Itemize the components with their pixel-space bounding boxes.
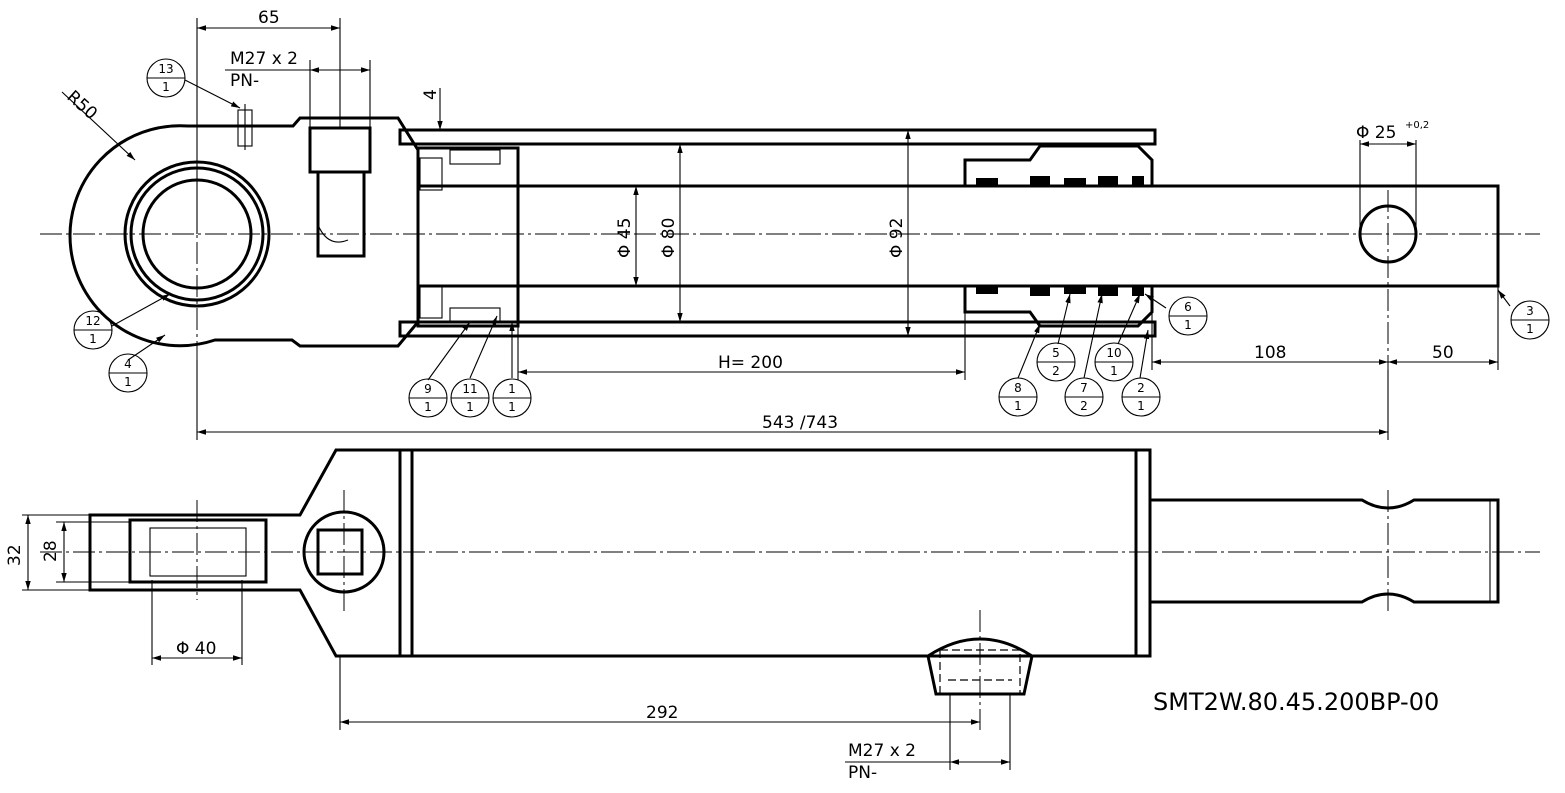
svg-text:1: 1 (124, 375, 132, 389)
dimension-texts: 65 M27 x 2 PN- R50 4 Φ 45 Φ 80 Φ 92 Φ 25… (5, 8, 1454, 783)
dim-tol25: +0,2 (1405, 120, 1429, 131)
svg-text:1: 1 (1526, 322, 1534, 336)
dim-65: 65 (258, 8, 280, 28)
balloons: 131 121 41 91 111 11 81 52 72 101 21 61 … (73, 58, 1550, 418)
dimension-lines (22, 18, 1499, 770)
svg-text:7: 7 (1080, 381, 1088, 395)
svg-text:1: 1 (1014, 399, 1022, 413)
balloon-9: 91 (408, 378, 448, 418)
svg-text:1: 1 (1184, 318, 1192, 332)
section-view (40, 104, 1540, 370)
svg-text:10: 10 (1106, 346, 1121, 360)
balloon-7: 72 (1064, 377, 1104, 417)
balloon-6: 61 (1168, 296, 1208, 336)
dim-r50: R50 (63, 87, 101, 124)
dim-pn-top: PN- (230, 71, 259, 91)
balloon-12: 121 (73, 310, 113, 350)
cylinder-tube-top (398, 128, 1157, 146)
svg-text:2: 2 (1080, 399, 1088, 413)
svg-text:8: 8 (1014, 381, 1022, 395)
piston-head (416, 146, 520, 328)
balloon-5: 52 (1036, 342, 1076, 382)
dim-292: 292 (646, 703, 678, 723)
svg-text:2: 2 (1052, 364, 1060, 378)
svg-text:1: 1 (508, 382, 516, 396)
balloon-8: 81 (998, 377, 1038, 417)
svg-text:1: 1 (508, 400, 516, 414)
drawing-code: SMT2W.80.45.200BP-00 (1153, 688, 1439, 716)
svg-text:3: 3 (1526, 304, 1534, 318)
dim-thread-bottom: M27 x 2 (848, 741, 916, 761)
svg-text:1: 1 (424, 400, 432, 414)
svg-text:1: 1 (89, 332, 97, 346)
balloon-3: 31 (1510, 300, 1550, 340)
dim-dia45: Φ 45 (615, 218, 635, 258)
svg-text:1: 1 (1110, 364, 1118, 378)
balloon-11: 111 (450, 378, 490, 418)
dim-dia40: Φ 40 (176, 639, 216, 659)
dim-4: 4 (421, 89, 441, 100)
outside-view (40, 448, 1540, 730)
dim-thread-top: M27 x 2 (230, 49, 298, 69)
dim-543: 543 /743 (762, 413, 838, 433)
dim-28: 28 (41, 540, 61, 562)
svg-text:1: 1 (466, 400, 474, 414)
tube-outer (398, 448, 1152, 658)
dim-dia92: Φ 92 (887, 218, 907, 258)
rod-eye (68, 116, 420, 348)
piston-rod (416, 184, 1500, 288)
svg-text:4: 4 (124, 357, 132, 371)
svg-text:1: 1 (162, 80, 170, 94)
balloon-1: 11 (492, 378, 532, 418)
dim-50: 50 (1432, 343, 1454, 363)
cylinder-tube-bottom (398, 320, 1157, 338)
dim-pn-bottom: PN- (848, 763, 877, 783)
svg-text:2: 2 (1137, 381, 1145, 395)
dim-108: 108 (1254, 343, 1286, 363)
svg-text:9: 9 (424, 382, 432, 396)
dim-dia80: Φ 80 (659, 218, 679, 258)
balloon-4: 41 (108, 353, 148, 393)
svg-text:1: 1 (1137, 399, 1145, 413)
balloon-13: 131 (146, 58, 186, 98)
svg-text:13: 13 (158, 62, 173, 76)
svg-text:5: 5 (1052, 346, 1060, 360)
balloon-2: 21 (1121, 377, 1161, 417)
balloon-10: 101 (1094, 342, 1134, 382)
svg-text:12: 12 (85, 314, 100, 328)
dim-stroke: H= 200 (718, 353, 783, 373)
dim-dia25: Φ 25 (1356, 123, 1396, 143)
svg-text:11: 11 (462, 382, 477, 396)
balloon-leaders (111, 79, 1511, 381)
dim-32: 32 (5, 544, 25, 566)
svg-text:6: 6 (1184, 300, 1192, 314)
